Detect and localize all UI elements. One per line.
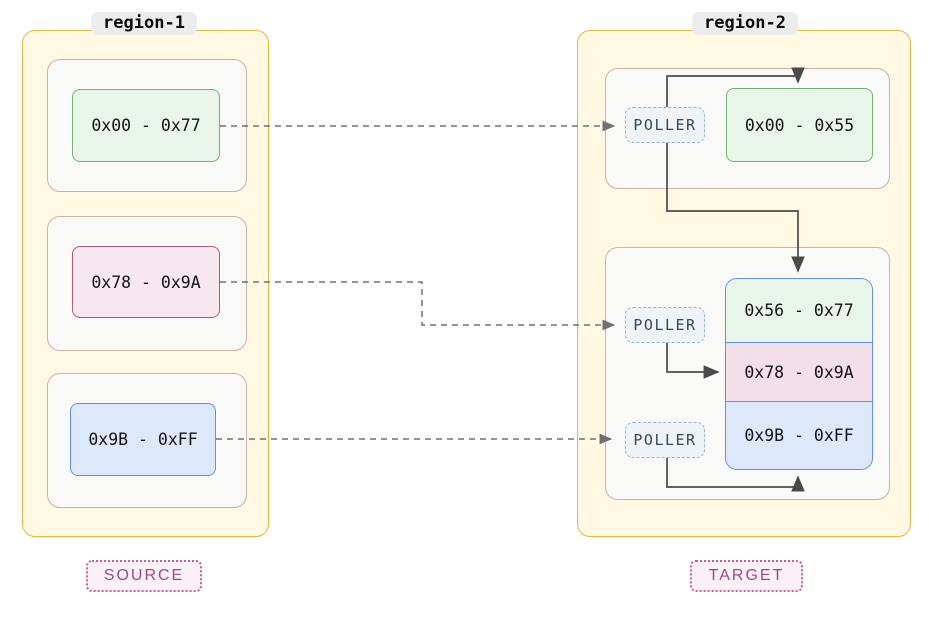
source-block-0x9B-0xFF: 0x9B - 0xFF: [70, 403, 216, 476]
region-1-title: region-1: [91, 12, 197, 35]
source-badge: SOURCE: [86, 560, 202, 592]
target-stacked-block: 0x56 - 0x77 0x78 - 0x9A 0x9B - 0xFF: [725, 278, 873, 470]
source-block-0x78-0x9A: 0x78 - 0x9A: [72, 246, 220, 318]
stack-segment-0x9B-0xFF: 0x9B - 0xFF: [726, 401, 872, 469]
poller-2: POLLER: [625, 307, 705, 343]
source-block-0x00-0x77: 0x00 - 0x77: [72, 89, 220, 162]
target-block-0x00-0x55: 0x00 - 0x55: [726, 88, 873, 162]
target-badge: TARGET: [690, 560, 803, 592]
region-2-title: region-2: [692, 12, 798, 35]
connector-src2-to-poller2: [220, 281, 616, 331]
poller-1: POLLER: [625, 107, 705, 143]
stack-segment-0x56-0x77: 0x56 - 0x77: [726, 279, 872, 342]
poller-3: POLLER: [625, 422, 705, 458]
stack-segment-0x78-0x9A: 0x78 - 0x9A: [726, 342, 872, 401]
